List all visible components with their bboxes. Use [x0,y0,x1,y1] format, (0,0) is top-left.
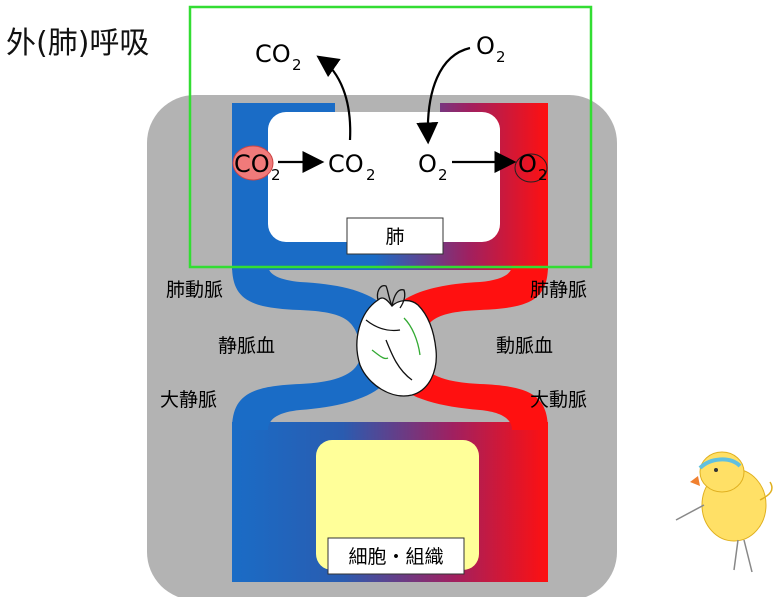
svg-text:CO: CO [234,150,270,178]
tissue-label: 細胞・組織 [348,546,443,568]
co2-blood: CO 2 [234,150,281,184]
lung-label-box [346,217,444,255]
svg-text:2: 2 [538,166,548,184]
svg-text:CO: CO [328,150,364,178]
svg-text:2: 2 [366,166,376,184]
lung-capillary-loop [232,103,548,270]
svg-text:O: O [518,150,537,178]
svg-text:2: 2 [496,48,506,66]
o2-alveolus: O 2 [418,150,448,184]
red-blood-cell-right [514,153,548,183]
svg-text:O: O [418,150,437,178]
red-blood-cell-left [232,145,274,181]
venous-blood-label: 静脈血 [218,335,275,357]
svg-text:2: 2 [292,56,302,74]
lung-highlight-frame [188,5,593,269]
venous-vessel [232,265,400,430]
chick-doodle-icon [675,451,773,573]
heart-icon [356,285,437,397]
o2-blood: O 2 [518,150,548,184]
co2-alveolus: CO 2 [328,150,376,184]
aorta-label: 大動脈 [530,389,587,411]
svg-text:CO: CO [255,40,291,68]
pulmonary-vein-label: 肺静脈 [530,279,587,301]
vena-cava-label: 大静脈 [160,389,217,411]
pulmonary-artery-label: 肺動脈 [166,279,223,301]
svg-text:2: 2 [438,166,448,184]
tissue-label-box [327,537,465,575]
gas-exchange-arrows [278,46,517,173]
o2-top: O 2 [476,32,506,66]
svg-text:2: 2 [271,166,281,184]
lung-label: 肺 [385,226,404,248]
svg-text:O: O [476,32,495,60]
page-title: 外(肺)呼吸 [6,26,150,61]
co2-top: CO 2 [255,40,302,74]
arterial-blood-label: 動脈血 [496,335,553,357]
